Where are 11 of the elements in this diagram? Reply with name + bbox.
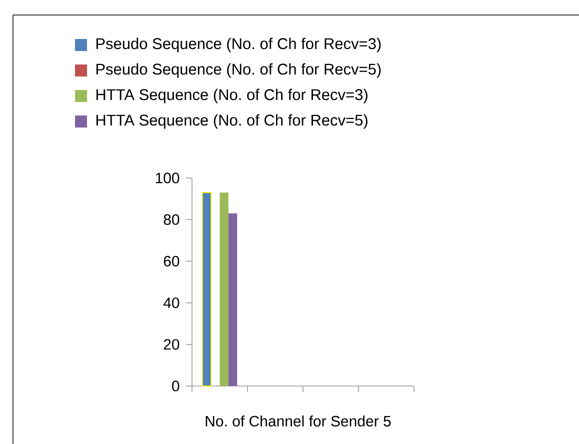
legend-label: HTTA Sequence (No. of Ch for Recv=3) <box>96 88 368 104</box>
tick-label: 40 <box>163 297 180 308</box>
legend-label: Pseudo Sequence (No. of Ch for Recv=5) <box>96 63 381 78</box>
tick-label: 80 <box>164 214 180 225</box>
tick-label: 60 <box>164 256 180 266</box>
tick-label: 20 <box>164 339 180 350</box>
axis-title: No. of Channel for Sender 5 <box>206 415 391 426</box>
tick-label: 0 <box>172 380 180 392</box>
legend-label: Pseudo Sequence (No. of Ch for Recv=3) <box>96 38 381 52</box>
legend-label: HTTA Sequence (No. of Ch for Recv=5) <box>96 114 368 129</box>
tick-label: 100 <box>156 172 180 184</box>
